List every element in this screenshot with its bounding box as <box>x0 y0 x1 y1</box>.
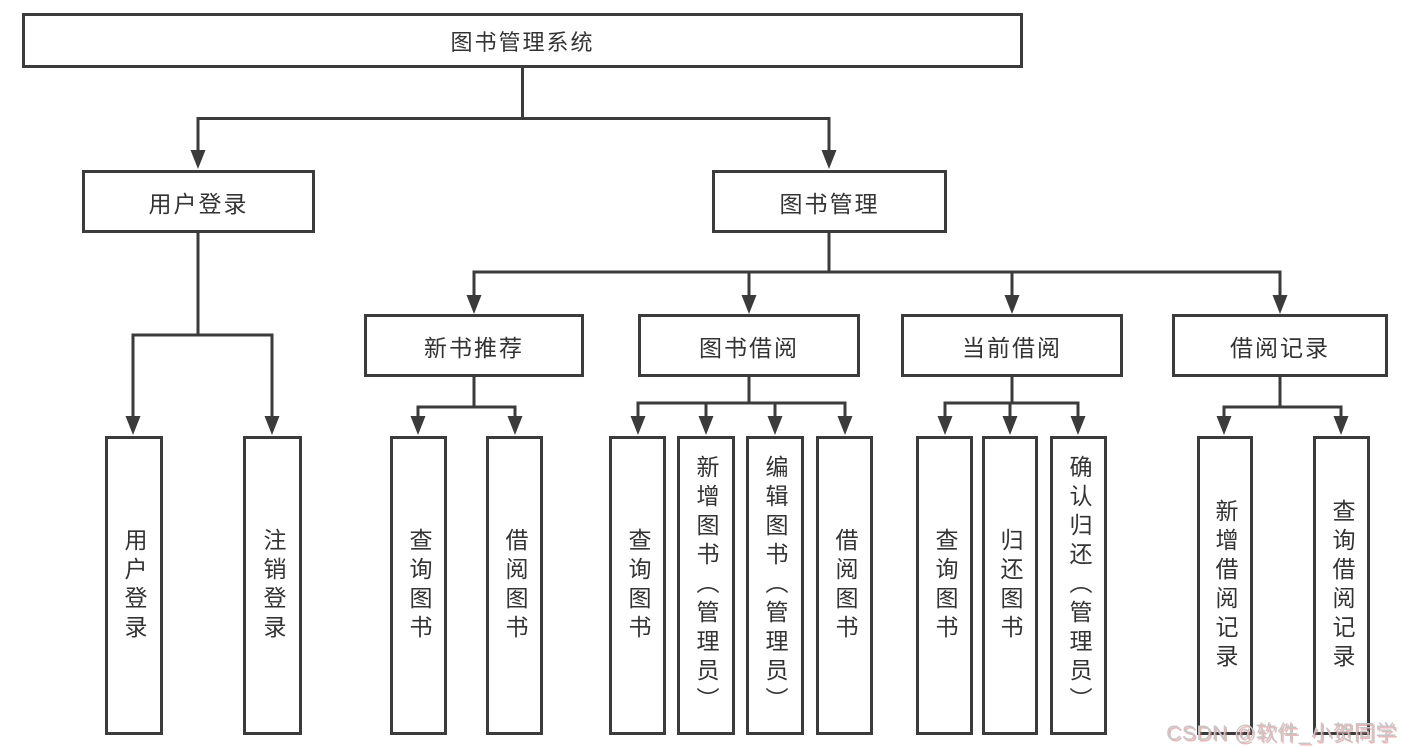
leaf-search-books-2: 查询图书 <box>609 436 666 735</box>
leaf-borrow-books-2: 借阅图书 <box>816 436 873 735</box>
leaf-add-borrow-record: 新增借阅记录 <box>1197 436 1253 735</box>
node-user-login: 用户登录 <box>82 170 315 233</box>
leaf-search-books-3: 查询图书 <box>916 436 973 735</box>
node-book-borrowing: 图书借阅 <box>638 314 860 377</box>
leaf-user-login: 用户登录 <box>105 436 163 735</box>
node-borrowing-records: 借阅记录 <box>1172 314 1388 377</box>
leaf-edit-book-admin: 编辑图书（管理员） <box>746 436 804 735</box>
arrowhead-icons <box>125 150 1349 435</box>
leaf-add-book-admin: 新增图书（管理员） <box>677 436 735 735</box>
leaf-search-books-1: 查询图书 <box>390 436 447 735</box>
leaf-logout: 注销登录 <box>243 436 302 735</box>
leaf-search-borrow-record: 查询借阅记录 <box>1313 436 1370 735</box>
leaf-return-books: 归还图书 <box>982 436 1038 735</box>
leaf-confirm-return-admin: 确认归还（管理员） <box>1050 436 1107 735</box>
leaf-borrow-books-1: 借阅图书 <box>486 436 543 735</box>
csdn-watermark: CSDN @软件_小贺同学 <box>1166 722 1397 745</box>
node-new-book-recommendation: 新书推荐 <box>364 314 584 377</box>
root-node-library-management-system: 图书管理系统 <box>22 13 1023 68</box>
node-book-management: 图书管理 <box>712 170 947 233</box>
node-current-borrowing: 当前借阅 <box>901 314 1123 377</box>
